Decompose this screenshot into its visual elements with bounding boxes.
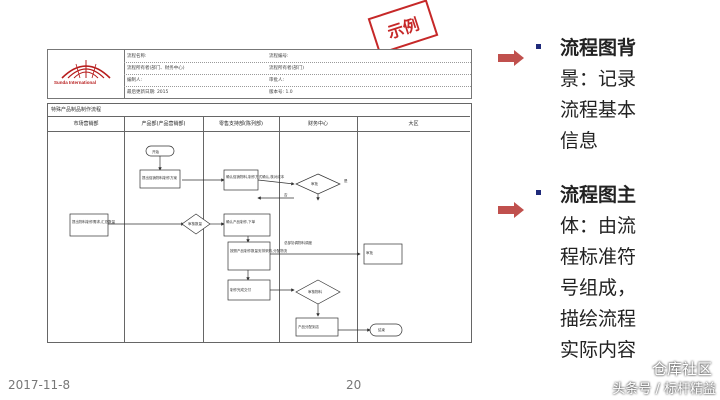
example-stamp: 示例 (367, 0, 439, 55)
node-10: 审核物料 (308, 289, 322, 294)
company-logo: Sunda International (48, 50, 125, 98)
node-6: 确认产品制作,下单 (226, 219, 256, 224)
node-2: 确认促销物料,制作方式确认,核对成本 (226, 174, 285, 179)
node-start: 开始 (152, 149, 159, 154)
lane-header: 大区 (357, 116, 470, 132)
bullet-line: 体：由流 (560, 215, 637, 237)
header-cell: 流程名称: (127, 54, 147, 59)
node-end: 结束 (378, 327, 386, 332)
header-row: 流程名称: 流程编号: (124, 50, 471, 63)
header-row: 最后更新日期: 2015 版本号: 1.0 (124, 86, 471, 98)
header-cell: 编制人: (127, 78, 143, 83)
header-cell: 流程所有者(部门) (269, 66, 305, 71)
header-cell: 流程所有者(部门、财务中心) (127, 66, 185, 71)
footer-date: 2017-11-8 (8, 378, 71, 392)
header-row: 编制人: 审批人: (124, 74, 471, 87)
lane-header: 产品部(产品营销部) (124, 116, 204, 132)
bullet-body: 流程图主 体：由流 程标准符 号组成， 描绘流程 实际内容 (560, 180, 636, 366)
header-cell: 最后更新日期: 2015 (127, 90, 169, 95)
node-4: 提出物料制作需求,汇总数量 (72, 219, 116, 224)
bullet-background: 流程图背 景：记录 流程基本 信息 (560, 33, 636, 157)
node-5: 审核数量 (188, 221, 202, 226)
lane-header: 市场营销部 (48, 116, 125, 132)
brand-name: Sunda International (54, 80, 97, 85)
node-9: 制作完成交付 (230, 287, 251, 292)
page-number: 20 (346, 378, 362, 392)
header-row: 流程所有者(部门、财务中心) 流程所有者(部门) (124, 62, 471, 75)
lane-divider (279, 130, 280, 342)
header-cell: 版本号: 1.0 (269, 90, 293, 95)
arrow-icon (498, 202, 524, 218)
bullet-line: 流程基本 (560, 99, 637, 121)
lane-divider (357, 130, 358, 342)
bullet-heading: 流程图背 (560, 37, 637, 59)
edge-note: 总部协调物料调度 (284, 240, 312, 245)
arrow-icon (498, 50, 524, 66)
bullet-line: 实际内容 (560, 339, 637, 361)
lane-divider (124, 130, 125, 342)
bullet-square-icon (536, 190, 541, 195)
flow-header-table: Sunda International 流程名称: 流程编号: 流程所有者(部门… (47, 49, 472, 99)
bullet-line: 程标准符 (560, 246, 637, 268)
bullet-square-icon (536, 44, 541, 49)
logo-mark (61, 60, 111, 79)
watermark: 仓库社区 头条号 / 标杆精益 (612, 356, 720, 400)
edge-no: 否 (284, 193, 288, 197)
bullet-line: 景：记录 (560, 68, 637, 90)
edge-yes: 是 (344, 178, 348, 183)
node-11: 产品分配到店 (298, 324, 319, 329)
swimlane-flowchart: 特殊产品制品制作流程 市场营销部 产品部(产品营销部) 零售支持部(陈列部) 财… (47, 103, 472, 343)
watermark-line: 仓库社区 (651, 360, 712, 378)
bullet-line: 信息 (560, 130, 599, 152)
header-cell: 审批人: (269, 78, 285, 83)
node-8: 审批 (366, 250, 374, 255)
lane-header: 财务中心 (279, 116, 358, 132)
watermark-line: 头条号 / 标杆精益 (612, 382, 716, 397)
node-3: 审批 (311, 181, 319, 186)
lane-header: 零售支持部(陈列部) (203, 116, 280, 132)
bullet-heading: 流程图主 (560, 184, 637, 206)
bullet-line: 号组成， (560, 277, 637, 299)
lane-divider (203, 130, 204, 342)
header-cell: 流程编号: (269, 54, 289, 59)
node-7: 按照产品制作数量安排采购,分配物流 (230, 248, 288, 253)
bullet-line: 描绘流程 (560, 308, 637, 330)
node-1: 提出促销物料制作方案 (142, 175, 177, 180)
flowchart-diagram: 开始 提出促销物料制作方案 确认促销物料,制作方式确认,核对成本 审批 提出物料… (69, 145, 403, 337)
flowchart-title: 特殊产品制品制作流程 (51, 107, 102, 113)
